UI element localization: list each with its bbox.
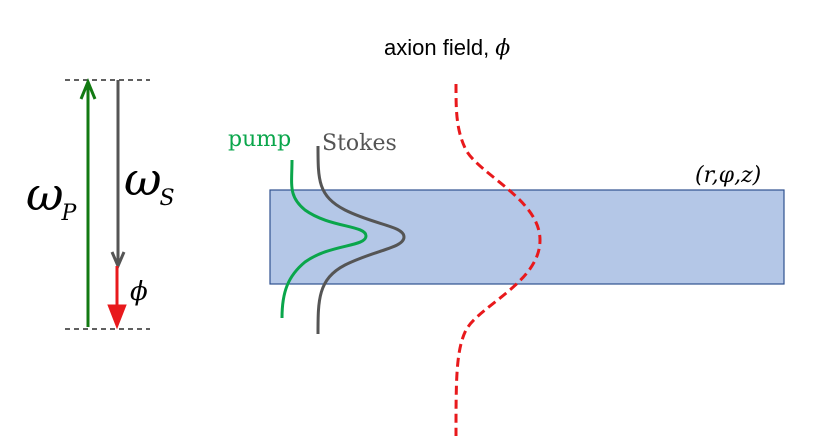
- phi-label: ϕ: [130, 277, 148, 307]
- coords-label: (r,φ,z): [695, 163, 761, 188]
- stokes-profile-curve: [316, 145, 406, 335]
- phi-arrow: [107, 266, 127, 330]
- stokes-label: Stokes: [322, 131, 397, 156]
- axion-field-label: axion field, ϕ: [384, 35, 510, 61]
- omega-p-label: ωP: [26, 167, 78, 226]
- axion-field-curve: [454, 83, 542, 437]
- omega-s-label: ωS: [124, 152, 175, 211]
- slab-region: [269, 189, 785, 285]
- stokes-arrow: [110, 80, 126, 270]
- pump-profile-curve: [280, 159, 368, 319]
- pump-label: pump: [228, 127, 291, 152]
- pump-arrow: [79, 78, 97, 327]
